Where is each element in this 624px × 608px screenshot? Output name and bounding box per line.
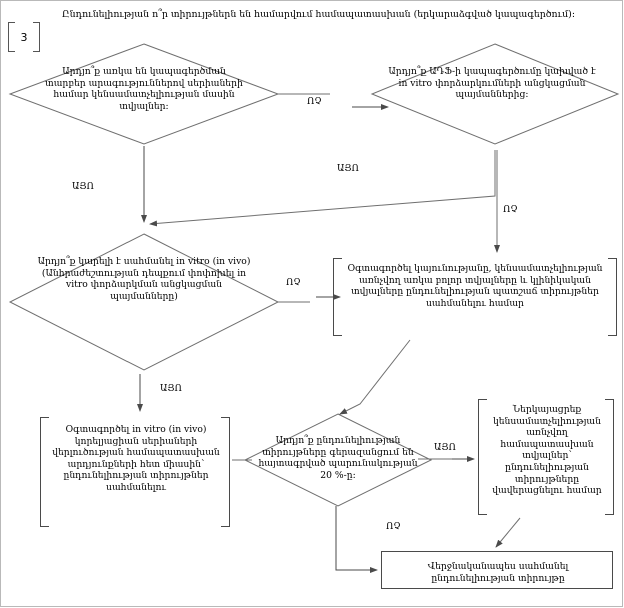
edge-label-d4-yes: ԱՅՈ bbox=[434, 442, 456, 453]
process-submit-bioavailability-data-label: Ներկայացրեք կենսամատչելիության առնչվող հ… bbox=[492, 404, 602, 497]
process-submit-bioavailability-data-shape bbox=[478, 399, 614, 515]
box-left-bracket bbox=[478, 399, 487, 515]
decision-in-vitro-conditions-shape bbox=[370, 42, 620, 146]
process-use-ivivc-label: Օգտագործել in vitro (in vivo) կորելյացիա… bbox=[52, 424, 220, 493]
edge-label-d1-yes: ԱՅՈ bbox=[72, 181, 94, 192]
edge-label-d1-no: ՈՉ bbox=[307, 96, 322, 107]
edge-label-d3-no: ՈՉ bbox=[286, 277, 301, 288]
edge-label-d2-no: ՈՉ bbox=[503, 204, 518, 215]
process-final-acceptance-range-shape bbox=[381, 551, 613, 589]
box-right-bracket bbox=[605, 399, 614, 515]
decision-ivivc-definable-label: Արդյո՞ք կարելի է սահմանել in vitro (in v… bbox=[37, 256, 251, 302]
box-right-bracket bbox=[221, 417, 230, 527]
decision-release-rate-data-shape bbox=[8, 42, 280, 146]
decision-range-exceeds-20-percent-label: Արդյո՞ք ընդունելիության տիրույթները գերա… bbox=[258, 435, 418, 481]
process-use-stability-bioavailability-label: Օգտագործել կայունությանը, կենսամատչելիու… bbox=[347, 263, 603, 309]
page-number-badge: 3 bbox=[8, 22, 40, 52]
page-title: Ընդունելիության ո՞ր տիրույթներն են համար… bbox=[62, 9, 576, 20]
page-number-value: 3 bbox=[20, 30, 28, 44]
edge-label-d2-yes: ԱՅՈ bbox=[337, 163, 359, 174]
edge-label-d4-no: ՈՉ bbox=[386, 521, 401, 532]
badge-right-bracket bbox=[33, 22, 40, 52]
decision-ivivc-definable-shape bbox=[8, 232, 280, 372]
decision-release-rate-data-label: Արդյո՞ք առկա են կապագերծման տարբեր արագո… bbox=[45, 66, 243, 112]
decision-range-exceeds-20-percent-shape bbox=[243, 412, 433, 508]
badge-left-bracket bbox=[8, 22, 15, 52]
process-final-acceptance-range-label: Վերջնականապես սահմանել ընդունելիության տ… bbox=[427, 561, 569, 584]
process-use-ivivc-shape bbox=[40, 417, 230, 527]
edge-label-d3-yes: ԱՅՈ bbox=[160, 383, 182, 394]
box-left-bracket bbox=[40, 417, 49, 527]
box-right-bracket bbox=[608, 258, 617, 336]
decision-in-vitro-conditions-label: Արդյո՞ք ԱԴՖ-ի կապագերծումը կախված է in v… bbox=[388, 66, 596, 101]
